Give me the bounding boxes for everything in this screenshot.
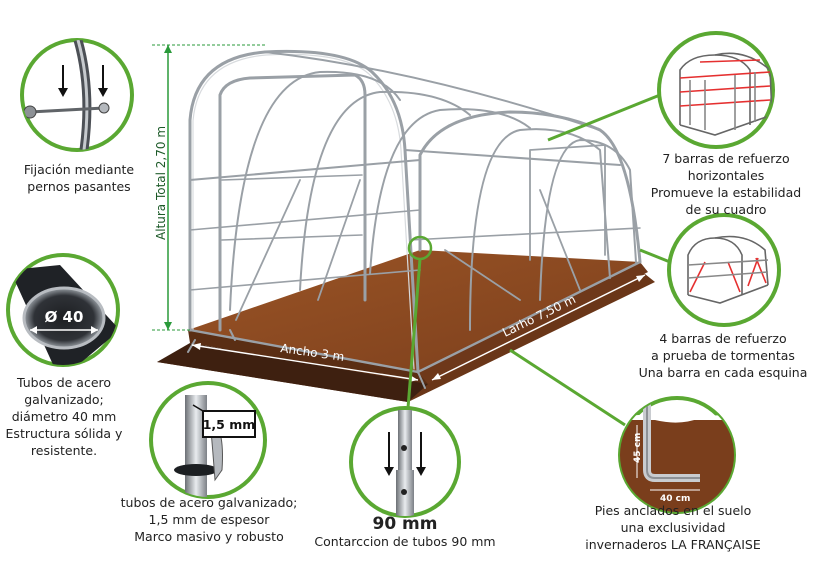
caption-line: invernaderos LA FRANÇAISE	[585, 537, 761, 552]
contraction-caption: Contarccion de tubos 90 mm	[300, 533, 510, 550]
contraction-callout	[349, 406, 461, 518]
caption-line: resistente.	[30, 443, 98, 458]
caption-line: Tubos de acero	[16, 375, 112, 390]
foot-label: 40 cm	[660, 494, 690, 504]
bolts-callout	[20, 38, 134, 152]
caption-line: a prueba de tormentas	[651, 348, 795, 363]
caption-line: Fijación mediante	[23, 162, 135, 177]
diameter-badge: Ø 40	[45, 308, 84, 326]
caption-line: Marco masivo y robusto	[134, 529, 284, 544]
storm-bars-callout	[667, 213, 781, 327]
caption-line: galvanizado;	[24, 392, 104, 407]
caption-line: pernos pasantes	[27, 179, 131, 194]
horizontal-bars-callout	[657, 31, 775, 149]
height-label: Altura Total 2,70 m	[154, 126, 168, 240]
caption-line: de su cuadro	[685, 202, 767, 217]
caption-line: tubos de acero galvanizado;	[120, 495, 298, 510]
depth-label: 45 cm	[633, 433, 643, 463]
caption-line: Estructura sólida y	[5, 426, 123, 441]
height-dimension: Altura Total 2,70 m	[152, 44, 265, 331]
feet-caption: Pies anclados en el suelo una exclusivid…	[568, 502, 778, 553]
width-dimension: Ancho 3 m	[191, 341, 419, 382]
soil-section-icon	[620, 420, 734, 512]
storm-bars-caption: 4 barras de refuerzo a prueba de torment…	[628, 330, 818, 381]
caption-line: Contarccion de tubos 90 mm	[314, 534, 496, 549]
thickness-badge: 1,5 mm	[203, 417, 256, 432]
caption-line: Una barra en cada esquina	[638, 365, 808, 380]
tube-callout: Ø 40	[6, 253, 120, 367]
caption-line: 7 barras de refuerzo	[662, 151, 790, 166]
thickness-callout: 1,5 mm	[149, 381, 267, 499]
caption-line: horizontales	[687, 168, 765, 183]
caption-line: 1,5 mm de espesor	[148, 512, 270, 527]
contraction-heading: 90 mm	[372, 514, 438, 534]
callout-connectors	[406, 93, 671, 427]
caption-line: Promueve la estabilidad	[650, 185, 802, 200]
caption-line: 4 barras de refuerzo	[659, 331, 787, 346]
caption-line: diámetro 40 mm	[11, 409, 117, 424]
caption-line: una exclusividad	[620, 520, 726, 535]
bolts-caption: Fijación mediante pernos pasantes	[0, 161, 158, 195]
horizontal-bars-caption: 7 barras de refuerzo horizontales Promue…	[638, 150, 814, 218]
caption-line: Pies anclados en el suelo	[594, 503, 752, 518]
tube-caption: Tubos de acero galvanizado; diámetro 40 …	[0, 374, 128, 459]
feet-callout: 45 cm 40 cm	[618, 396, 736, 514]
thickness-caption: tubos de acero galvanizado; 1,5 mm de es…	[96, 494, 322, 545]
nut-icon	[98, 102, 110, 114]
greenhouse-frame	[187, 49, 642, 389]
